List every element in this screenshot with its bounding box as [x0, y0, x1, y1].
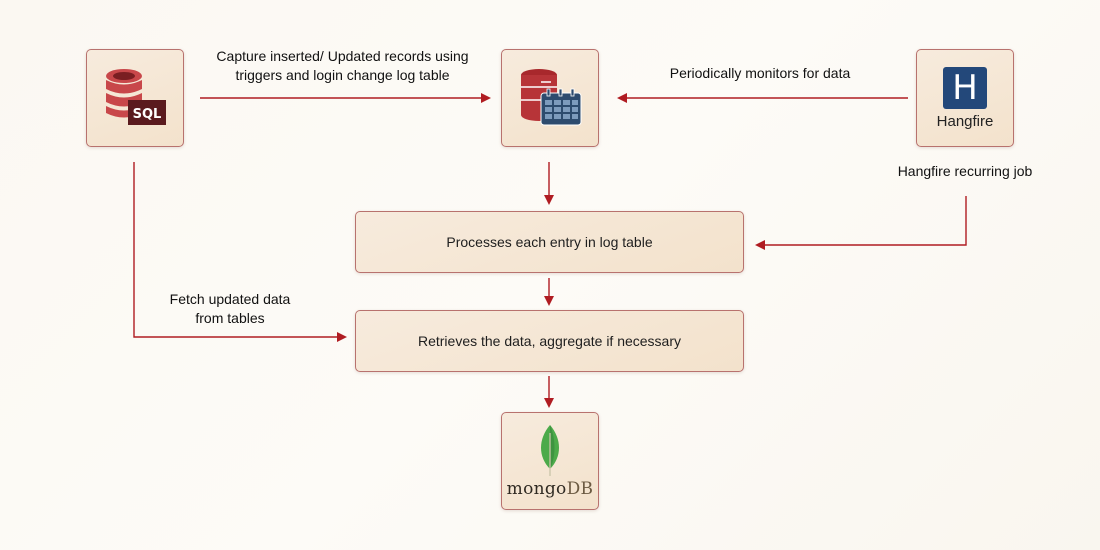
sql-database-icon: SQL — [106, 69, 166, 125]
sql-source-node[interactable]: SQL — [86, 49, 184, 147]
process-step-label: Processes each entry in log table — [446, 234, 653, 250]
capture-label: Capture inserted/ Updated records using … — [216, 48, 469, 83]
monitor-label: Periodically monitors for data — [669, 65, 851, 81]
mongodb-leaf-icon — [541, 425, 559, 476]
arrow-hangfire-to-process — [755, 196, 967, 250]
hangfire-job-label: Hangfire recurring job — [897, 163, 1033, 179]
arrow-sql-to-retrieve — [133, 162, 347, 342]
mongodb-node[interactable]: mongoDB — [501, 412, 599, 510]
hangfire-node[interactable]: H Hangfire — [916, 49, 1014, 147]
process-log-entries-step[interactable]: Processes each entry in log table — [355, 211, 744, 273]
database-calendar-icon — [521, 69, 582, 126]
retrieve-step-label: Retrieves the data, aggregate if necessa… — [417, 333, 682, 349]
hangfire-icon: H — [943, 66, 987, 109]
svg-text:SQL: SQL — [133, 107, 162, 122]
hangfire-name: Hangfire — [936, 112, 994, 130]
change-log-table-node[interactable] — [501, 49, 599, 147]
fetch-label: Fetch updated data from tables — [169, 291, 291, 326]
mongodb-wordmark: mongoDB — [506, 479, 594, 499]
retrieve-aggregate-step[interactable]: Retrieves the data, aggregate if necessa… — [355, 310, 744, 372]
